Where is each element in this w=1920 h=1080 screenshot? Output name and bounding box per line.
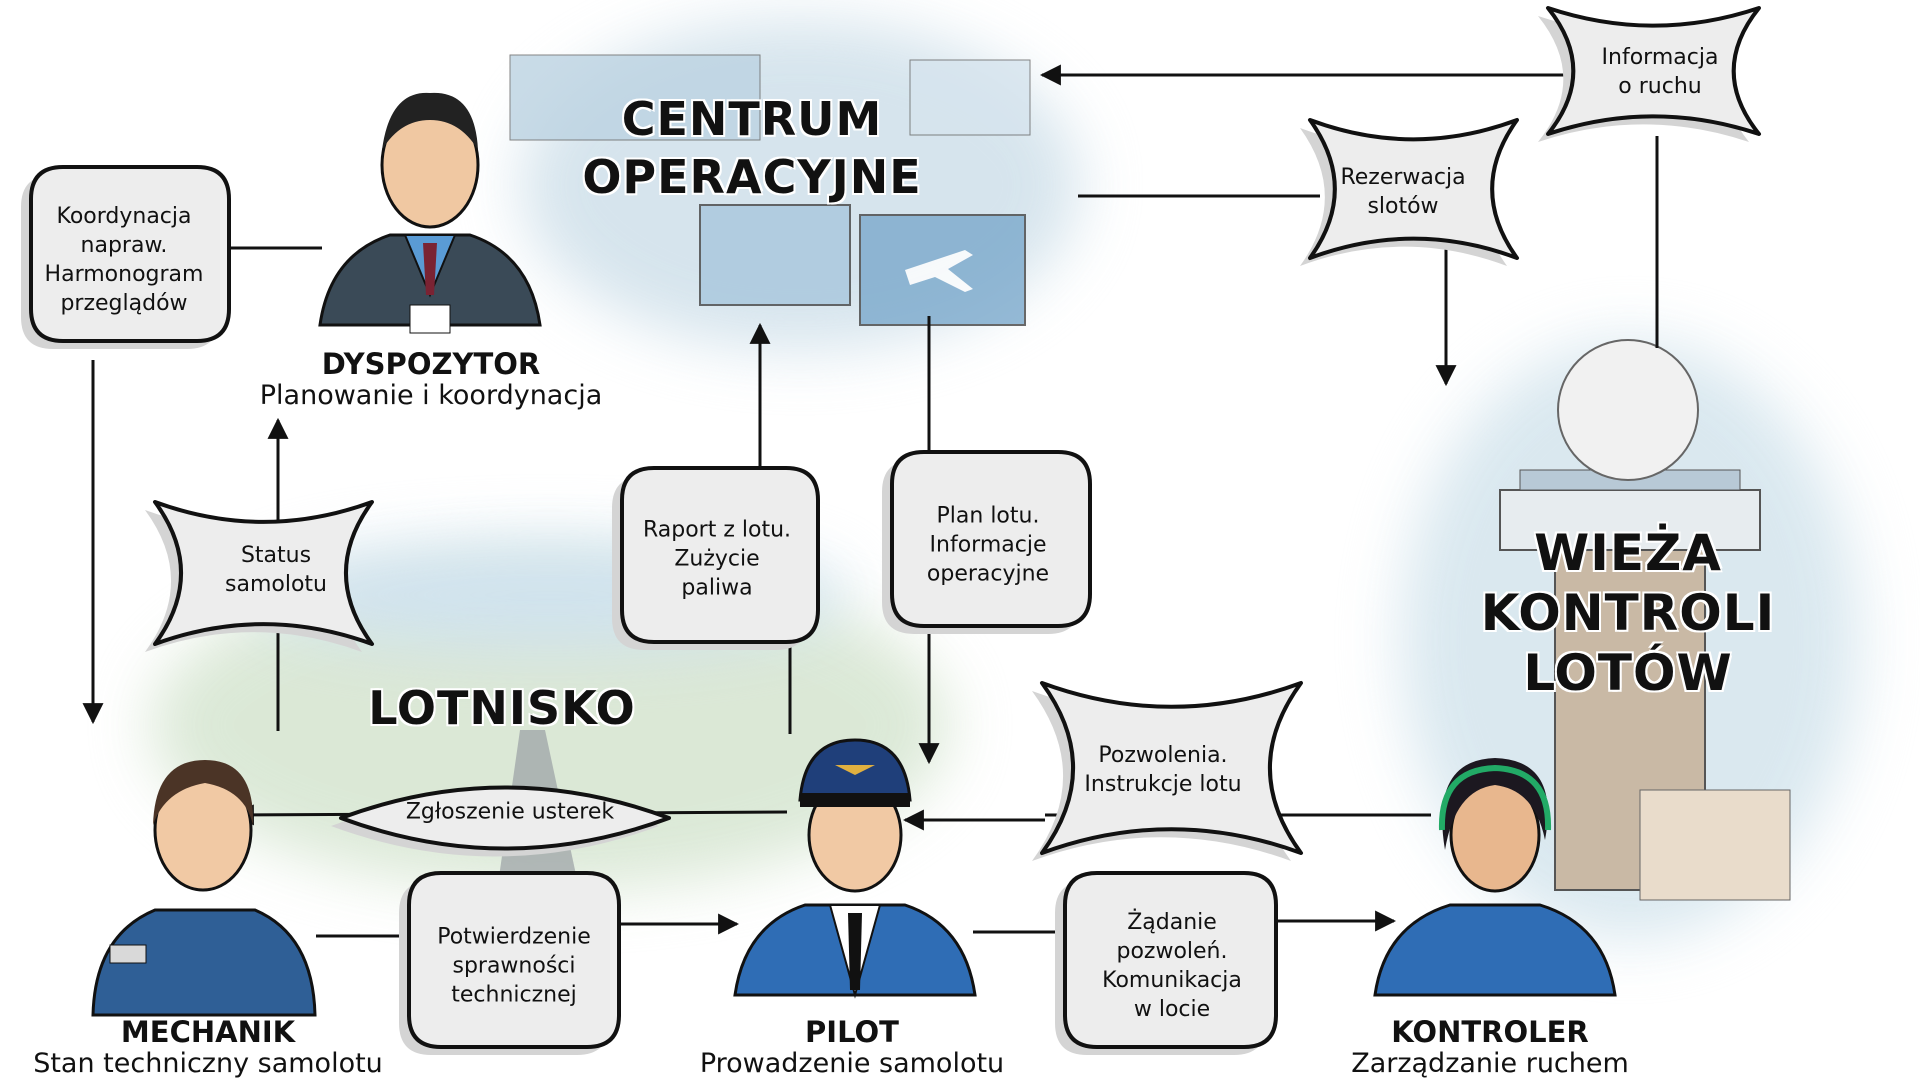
mechanic-avatar <box>91 760 317 1017</box>
area-title-airport: LOTNISKO <box>368 681 636 735</box>
control-tower-illustration <box>1499 339 1791 901</box>
flow-maintenance-coordination-label: Koordynacja napraw. Harmonogram przegląd… <box>44 204 204 316</box>
flow-aircraft-status-label: Status samolotu <box>225 543 327 597</box>
flow-traffic-info-shape <box>1538 6 1761 142</box>
area-title-tower: WIEŻA KONTROLI LOTÓW <box>1480 524 1776 702</box>
flow-maintenance-coordination-shape <box>21 165 231 349</box>
role-description: Planowanie i koordynacja <box>259 380 603 411</box>
airplane-icon <box>905 250 973 292</box>
flow-clearance-request-shape <box>1055 871 1278 1055</box>
headset-icon <box>1438 764 1552 831</box>
role-name: PILOT <box>805 1015 899 1049</box>
dispatcher-avatar <box>318 92 542 334</box>
role-name: DYSPOZYTOR <box>321 347 541 381</box>
flow-clearances-label: Pozwolenia. Instrukcje lotu <box>1084 743 1242 797</box>
flow-aircraft-status-shape <box>145 500 374 652</box>
role-description: Zarządzanie ruchem <box>1351 1048 1629 1079</box>
controller-avatar <box>1373 758 1617 997</box>
area-title-ops-center: CENTRUM OPERACYJNE <box>582 92 922 204</box>
flow-flight-plan-label: Plan lotu. Informacje operacyjne <box>926 503 1050 587</box>
flow-flight-report-shape <box>612 466 820 650</box>
role-description: Stan techniczny samolotu <box>33 1048 383 1079</box>
flow-defect-report-label: Zgłoszenie usterek <box>405 799 615 825</box>
role-description: Prowadzenie samolotu <box>699 1048 1005 1079</box>
role-name: KONTROLER <box>1391 1015 1589 1049</box>
flow-flight-report-label: Raport z lotu. Zużycie paliwa <box>642 517 792 601</box>
flow-clearances-shape <box>1032 681 1303 861</box>
flow-airworthiness-confirmation-label: Potwierdzenie sprawności technicznej <box>437 924 591 1008</box>
flow-flight-plan-shape <box>882 450 1092 634</box>
role-name: MECHANIK <box>120 1015 296 1049</box>
flow-defect-report-shape <box>331 785 671 857</box>
flow-slot-reservation-label: Rezerwacja slotów <box>1340 165 1466 219</box>
badge-icon <box>409 304 451 334</box>
flow-airworthiness-confirmation-shape <box>399 871 621 1055</box>
ops-center-monitors-illustration <box>509 54 1031 326</box>
flow-clearance-request-label: Żądanie pozwoleń. Komunikacja w locie <box>1102 910 1242 1022</box>
pilot-avatar <box>733 738 977 999</box>
flow-traffic-info-label: Informacja o ruchu <box>1601 45 1719 99</box>
flow-slot-reservation-shape <box>1300 118 1519 266</box>
